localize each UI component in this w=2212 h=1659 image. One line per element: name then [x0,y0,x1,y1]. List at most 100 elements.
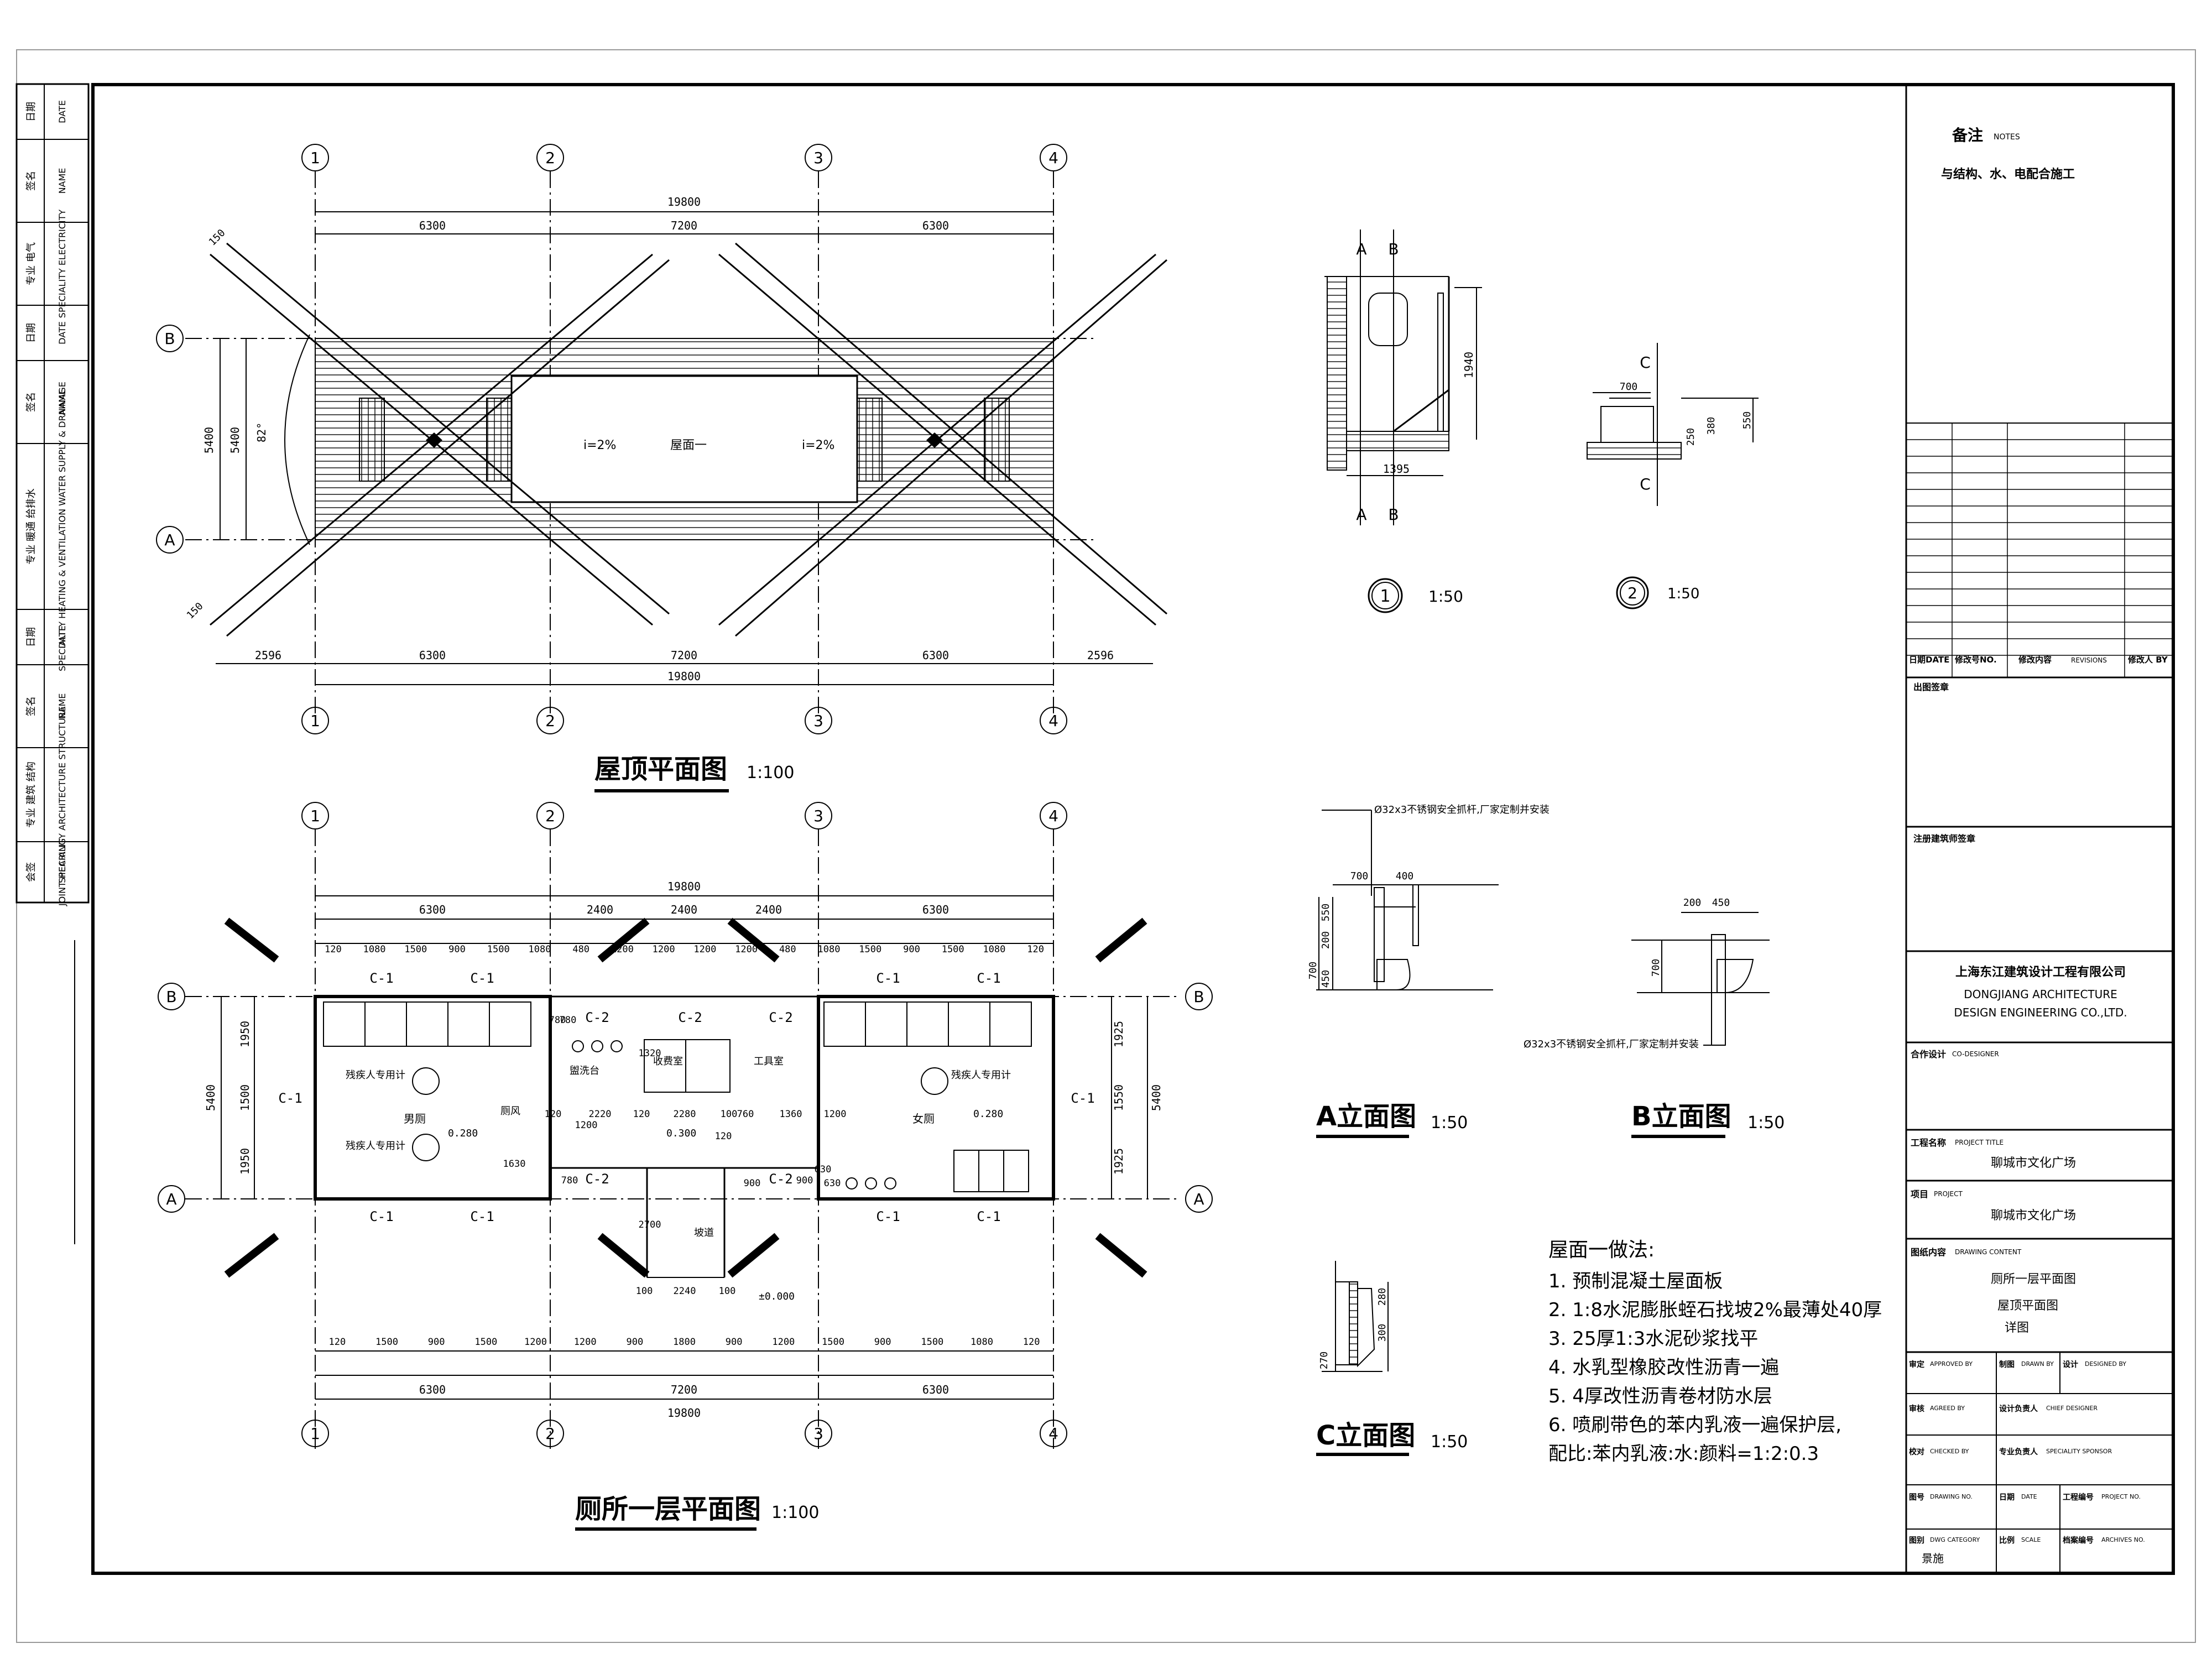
ground-plan-title: 厕所一层平面图 [575,1494,761,1525]
window-c1-4: C-1 [977,971,1000,986]
room-disabled-3: 残疾人专用计 [346,1140,405,1152]
detail2-dim-250: 250 [1685,428,1697,446]
plan-detail-dim-bottom: 1500 [921,1337,943,1348]
elev-b-dim-200: 200 [1683,897,1702,909]
plan-dim-bottom-2: 7200 [671,1383,697,1396]
plan-axis-1-top: 1 [310,807,320,825]
plan-interior-dim: 780 [560,1015,577,1026]
tb-scale: 比例 [1999,1536,2015,1545]
tb-category-value: 景施 [1922,1552,1944,1565]
plan-detail-dim-bottom: 900 [428,1337,445,1348]
plan-detail-dim-bottom: 1200 [772,1337,795,1348]
plan-detail-dim-top: 1500 [942,944,964,955]
plan-dim-bottom-1: 6300 [419,1383,446,1396]
plan-axis-1-bottom: 1 [310,1425,320,1443]
tb-company-en2: DESIGN ENGINEERING CO.,LTD. [1954,1006,2127,1019]
detail1-number: 1 [1380,587,1390,606]
plan-detail-dim-bottom: 120 [328,1337,346,1348]
tb-content-2: 屋顶平面图 [1997,1299,2058,1313]
plan-detail-dim-top: 1080 [983,944,1005,955]
detail2-c-top: C [1640,353,1651,372]
roof-dim-side-1: 5400 [202,427,216,453]
plan-axis-a-left: A [166,1190,176,1208]
plan-axis-b-right: B [1193,988,1204,1006]
elev-a-scale: 1:50 [1431,1113,1468,1133]
tb-project: 聊城市文化广场 [1991,1209,2076,1223]
roof-note-3: 3. 25厚1:3水泥砂浆找平 [1548,1328,1758,1350]
window-c1-5: C-1 [369,1209,393,1224]
elev-b-scale: 1:50 [1747,1113,1785,1133]
plan-axis-3-top: 3 [813,807,823,825]
elev-a-dim-450: 450 [1320,970,1332,988]
tb-rev-content-en: REVISIONS [2071,656,2107,664]
room-wash: 盥洗台 [570,1065,599,1077]
roof-label: 屋面一 [670,439,707,452]
plan-interior-dim: 780 [549,1015,566,1026]
elev-b-dim-450: 450 [1712,897,1730,909]
elevation-c: 280 300 270 C立面图 1:50 [1316,1261,1468,1456]
roof-angle: 82° [255,422,268,442]
elev-a-dim-700b: 700 [1307,962,1319,980]
plan-interior-dim: 1360 [780,1109,802,1120]
plan-detail-dim-bottom: 120 [1023,1337,1040,1348]
tb-rev-content: 修改内容 [2018,655,2052,665]
tb-category-en: DWG CATEGORY [1930,1536,1980,1543]
plan-interior-dim: 120 [633,1109,650,1120]
tb-sponsor: 专业负责人 [1999,1447,2038,1457]
tb-designed: 设计 [2063,1360,2078,1369]
plan-interior-dim: 900 [744,1178,761,1189]
roof-dim-bottom-4: 6300 [922,649,949,662]
plan-axis-2-top: 2 [545,807,555,825]
tb-notes-en: NOTES [1994,133,2020,142]
plan-detail-dim-top: 1080 [363,944,386,955]
detail1-dim-1940: 1940 [1462,352,1475,378]
tb-project-title: 聊城市文化广场 [1991,1156,2076,1170]
tb-sponsor-en: SPECIALITY SPONSOR [2046,1448,2112,1455]
plan-interior-dim: 630 [815,1164,832,1175]
title-block: 备注 NOTES 与结构、水、电配合施工 日期DATE 修改号NO. 修改内容 … [1905,85,2174,1573]
plan-detail-dim-top: 900 [903,944,920,955]
elev-a-dim-550: 550 [1320,904,1332,922]
plan-side-right-2: 1925 [1112,1021,1125,1047]
plan-interior-dim: 780 [561,1175,578,1186]
window-c2-4: C-2 [585,1171,609,1187]
plan-axis-4-bottom: 4 [1048,1425,1058,1443]
detail1-b-bottom: B [1388,505,1399,524]
window-c1-2: C-1 [470,971,494,986]
roof-axis-4-bottom: 4 [1048,712,1058,730]
ground-floor-plan: 1 2 3 4 1 2 3 4 B A B A 19800 6300 2400 … [158,802,1213,1531]
roof-dim-top-2: 7200 [671,219,697,232]
roof-dim-bottom-5: 2596 [1087,649,1114,662]
plan-dim-total-top: 19800 [667,880,701,893]
tb-checked: 校对 [1909,1447,1924,1457]
room-disabled-1: 残疾人专用计 [346,1070,405,1081]
tb-project-label: 项目 [1911,1189,1928,1199]
plan-detail-dim-top: 1200 [693,944,716,955]
plan-axis-a-right: A [1193,1190,1204,1208]
tb-approved: 审定 [1909,1360,1924,1369]
plan-detail-dim-top: 900 [448,944,466,955]
plan-side-left-2: 1950 [238,1021,252,1047]
plan-interior-dim: 630 [824,1178,841,1189]
elev-a-title: A立面图 [1316,1101,1416,1132]
plan-side-left-3: 1500 [238,1084,252,1111]
tb-proj-no-en: PROJECT NO. [2101,1493,2141,1500]
room-disabled-2: 残疾人专用计 [951,1070,1011,1081]
strip-cell-en: SPECIALITY HEATING & VENTILATION WATER S… [57,382,67,671]
plan-dim-top-5: 6300 [922,903,949,916]
tb-agreed: 审核 [1909,1404,1924,1413]
plan-side-total-right: 5400 [1150,1084,1163,1111]
room-women: 女厕 [912,1112,935,1125]
plan-interior-dim: 1200 [575,1120,598,1131]
window-c1-7: C-1 [876,1209,900,1224]
plan-interior-dim: 100 [721,1109,738,1120]
window-c1-6: C-1 [470,1209,494,1224]
plan-detail-dim-top: 1500 [404,944,427,955]
plan-interior-dim: 2240 [674,1286,696,1297]
plan-axis-3-bottom: 3 [813,1425,823,1443]
elev-c-dim-300: 300 [1376,1324,1388,1342]
elev-c-dim-270: 270 [1318,1352,1330,1370]
strip-cell-cn: 专业 建筑 结构 [25,761,37,827]
plan-side-right-3: 1550 [1112,1084,1125,1111]
